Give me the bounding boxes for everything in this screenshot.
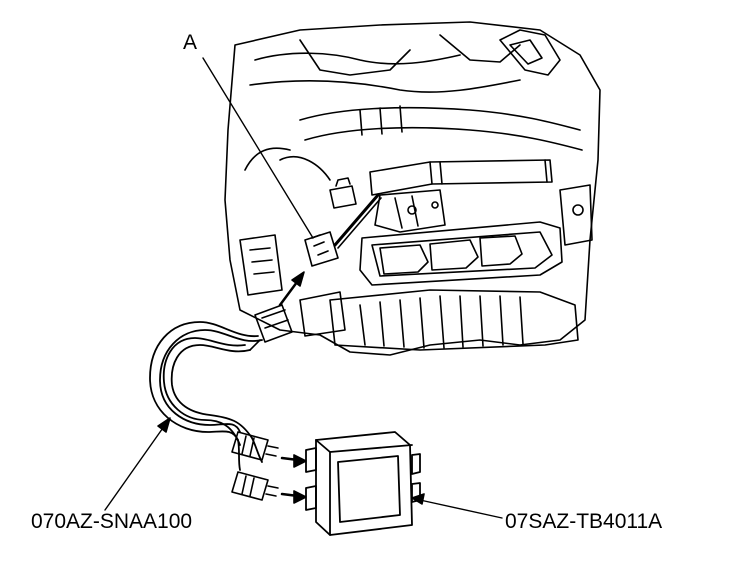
test-harness-coil <box>149 321 263 471</box>
harness-end-plug-upper <box>231 431 279 461</box>
right-label-leader <box>411 493 503 519</box>
signal-box <box>305 431 421 536</box>
engine-bay <box>224 21 601 356</box>
arrows-to-box <box>280 454 307 504</box>
part-number-signal-box: 07SAZ-TB4011A <box>505 510 663 533</box>
callout-label-a: A <box>183 31 198 54</box>
left-label-leader <box>104 417 171 511</box>
part-number-test-harness: 070AZ-SNAA100 <box>31 510 193 533</box>
arrow-to-connector <box>278 271 305 307</box>
harness-end-plug-lower <box>231 471 279 501</box>
adapter-plug <box>249 304 293 351</box>
engine-connectors <box>304 177 382 267</box>
callout-a-leader <box>202 57 314 239</box>
